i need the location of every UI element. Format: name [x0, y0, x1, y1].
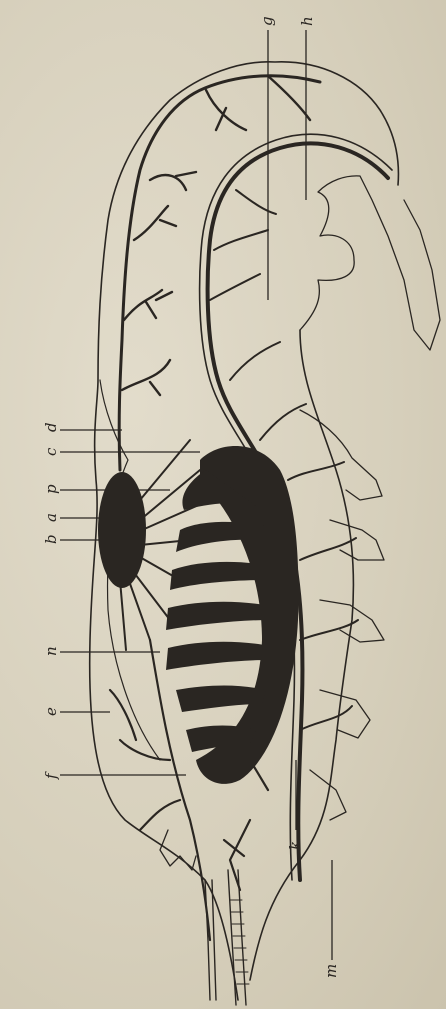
label-k: k: [286, 841, 304, 850]
label-b: b: [42, 534, 60, 544]
label-n: n: [42, 646, 60, 656]
label-p: p: [42, 484, 60, 494]
dorsal-branches: [122, 76, 310, 395]
posterior-branches: [110, 640, 268, 940]
appendages-outline: [300, 176, 440, 350]
label-m: m: [322, 964, 340, 978]
label-h: h: [298, 16, 316, 26]
label-a: a: [42, 513, 60, 522]
rostrum-bottom: [160, 830, 196, 870]
label-e: e: [42, 707, 60, 716]
label-f: f: [42, 771, 60, 780]
gill-lobes: [166, 446, 298, 784]
dorsal-artery: [119, 76, 320, 470]
antenna-right: [228, 870, 246, 1005]
label-d: d: [42, 422, 60, 432]
label-g: g: [258, 16, 276, 26]
label-c: c: [42, 447, 60, 456]
